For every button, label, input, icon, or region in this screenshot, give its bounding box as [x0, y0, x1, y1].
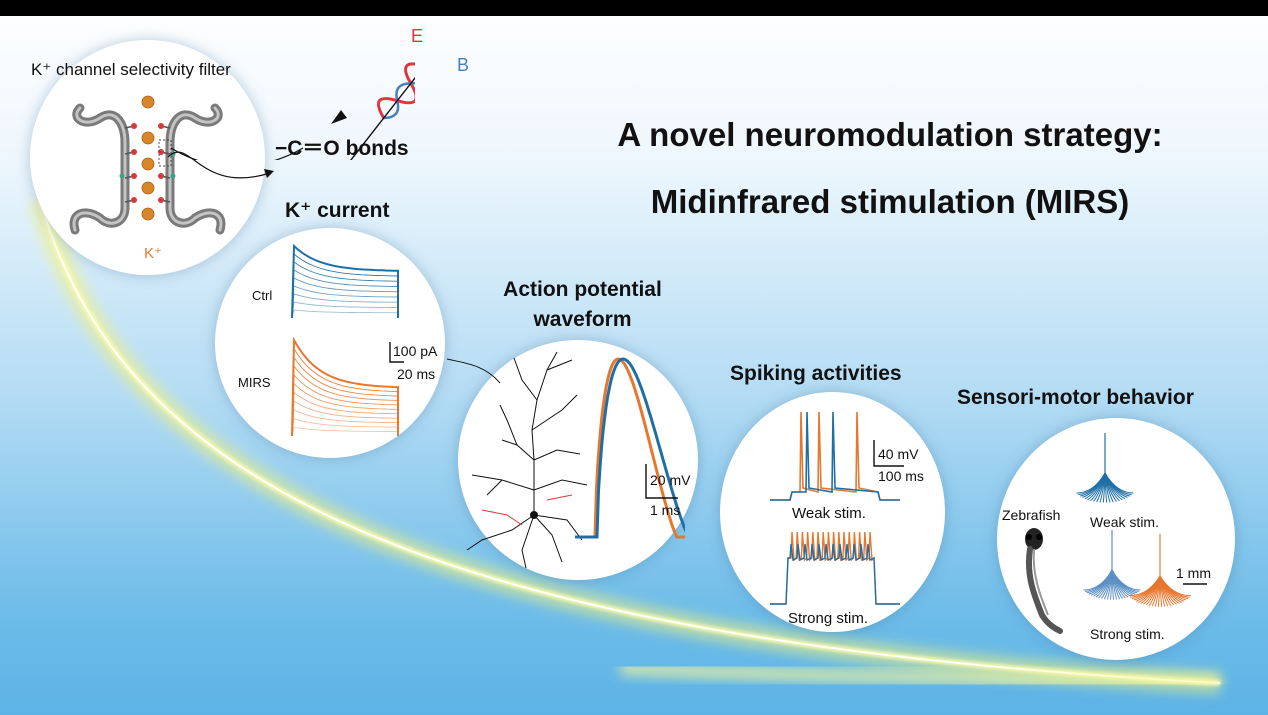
b-field-label: B	[457, 55, 470, 75]
ap-leader-line	[446, 358, 501, 384]
current-heading: K⁺ current	[285, 199, 390, 222]
zebrafish-label: Zebrafish	[1002, 507, 1061, 523]
ap-scale-bar	[645, 464, 678, 499]
trace-path	[291, 400, 399, 437]
trace-path	[1104, 472, 1134, 494]
ap-heading-line-1: Action potential	[503, 278, 662, 301]
spiking-strong-label: Strong stim.	[788, 610, 869, 627]
trace-path	[291, 243, 399, 319]
mirs-label: MIRS	[238, 375, 271, 390]
trace-path	[291, 417, 399, 437]
behavior-scale: 1 mm	[1176, 565, 1211, 581]
trace-path	[291, 365, 399, 437]
trace-path	[291, 426, 399, 437]
trace-path	[291, 347, 399, 437]
trace-path	[291, 277, 399, 319]
selectivity-filter-panel	[30, 40, 265, 275]
current-scale-bar	[389, 342, 404, 363]
ion-label: K⁺	[144, 245, 162, 262]
trace-path	[1111, 569, 1141, 591]
current-scale-x: 20 ms	[397, 366, 436, 382]
trace-path	[291, 392, 399, 437]
trace-path	[291, 409, 399, 437]
trace-path	[291, 261, 399, 319]
selectivity-filter-diagram	[69, 95, 226, 235]
spiking-scale-x: 100 ms	[878, 468, 924, 484]
spiking-scale-bar	[873, 440, 904, 467]
trace-path	[1159, 575, 1192, 597]
filter-label: K⁺ channel selectivity filter	[31, 60, 231, 79]
top-bar	[0, 0, 1268, 16]
title-line-1: A novel neuromodulation strategy:	[617, 116, 1163, 153]
trace-path	[291, 293, 399, 319]
k-current-traces	[291, 243, 399, 437]
spiking-scale-y: 40 mV	[878, 446, 919, 462]
behavior-weak-label: Weak stim.	[1090, 514, 1159, 530]
trace-path	[770, 411, 900, 501]
spiking-traces	[770, 411, 900, 605]
trace-path	[291, 285, 399, 319]
current-scale-y: 100 pA	[393, 343, 438, 359]
ap-scale-y: 20 mV	[650, 472, 691, 488]
trace-path	[291, 309, 399, 319]
trace-path	[291, 382, 399, 437]
spiking-heading: Spiking activities	[730, 362, 902, 385]
em-wave-diagram	[170, 10, 415, 160]
zebrafish-image	[1025, 528, 1063, 634]
e-field-label: E	[411, 26, 424, 46]
fish-trajectory-plots	[1076, 433, 1192, 607]
trace-path	[291, 357, 399, 437]
curved-pointer-arrow	[167, 151, 274, 179]
behavior-heading: Sensori-motor behavior	[957, 386, 1194, 409]
trace-path	[291, 269, 399, 319]
trace-path	[291, 336, 399, 437]
neuron-morphology	[466, 351, 588, 569]
ctrl-label: Ctrl	[252, 288, 273, 303]
behavior-strong-label: Strong stim.	[1090, 626, 1165, 642]
trace-path	[291, 301, 399, 319]
ap-heading-line-2: waveform	[533, 308, 632, 331]
trace-path	[770, 543, 900, 605]
title-line-2: Midinfrared stimulation (MIRS)	[650, 183, 1130, 220]
behavior-scale-bar	[1183, 583, 1207, 585]
trace-path	[291, 373, 399, 437]
ap-scale-x: 1 ms	[650, 502, 681, 518]
trace-path	[291, 253, 399, 319]
spiking-weak-label: Weak stim.	[792, 505, 866, 522]
trace-path	[770, 531, 900, 605]
co-bonds-label: −C＝O bonds	[275, 137, 409, 160]
